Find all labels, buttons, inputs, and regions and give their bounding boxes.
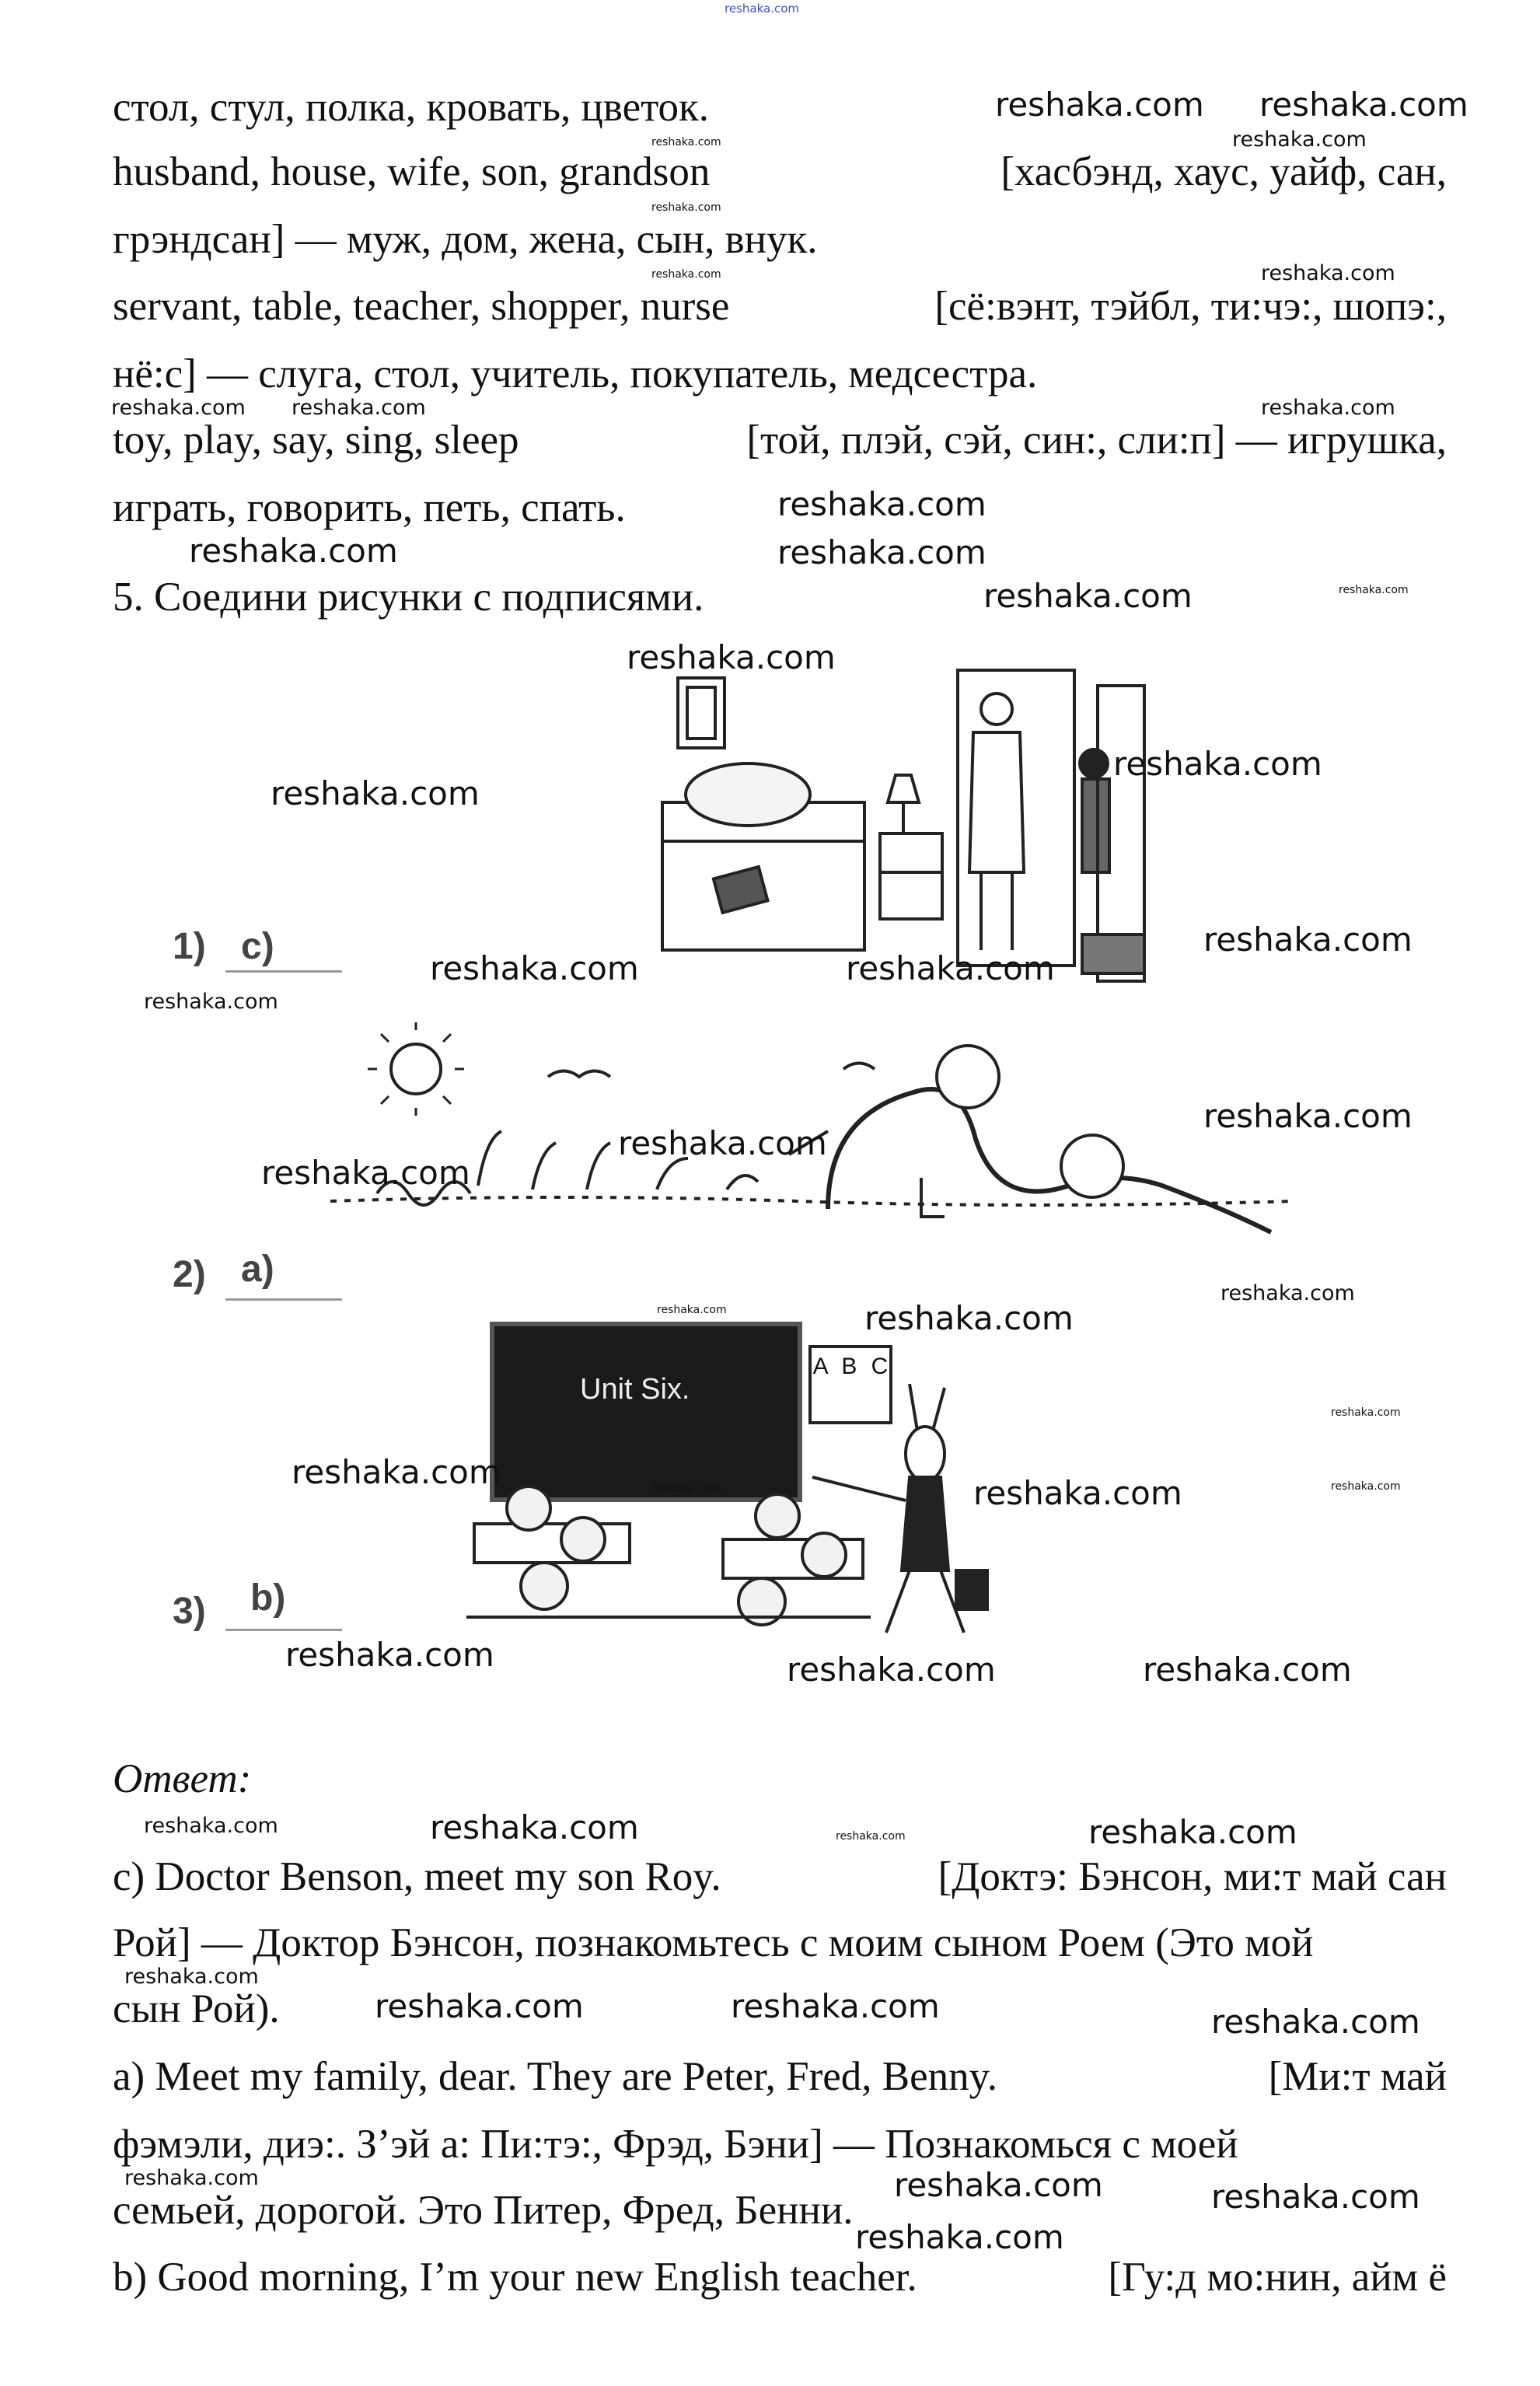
answer-line: a) Meet my family, dear. They are Peter,… (113, 2054, 997, 2099)
answer-transcription: [Гу:д мо:нин, айм ё (1108, 2255, 1447, 2300)
item-number: 3) (173, 1591, 206, 1632)
vocab-line: husband, house, wife, son, grandson (113, 149, 711, 194)
answer-line: сын Рой). (113, 1986, 280, 2031)
answer-line: Рой] — Доктор Бэнсон, познакомьтесь с мо… (113, 1920, 1314, 1965)
watermark: reshaka.com (1203, 1097, 1413, 1135)
watermark: reshaka.com (651, 201, 721, 214)
vocab-transcription: [сё:вэнт, тэйбл, ти:чэ:, шопэ:, (934, 284, 1447, 329)
watermark: reshaka.com (1211, 2003, 1420, 2041)
watermark: reshaka.com (1088, 1813, 1297, 1851)
answer-transcription: [Ми:т май (1268, 2054, 1447, 2099)
watermark: reshaka.com (111, 396, 246, 420)
watermark: reshaka.com (777, 533, 987, 571)
exercise-title: 5. Соедини рисунки с подписями. (113, 575, 704, 620)
watermark: reshaka.com (144, 990, 278, 1014)
watermark: reshaka.com (1331, 1406, 1401, 1419)
vocab-line: servant, table, teacher, shopper, nurse (113, 284, 730, 329)
watermark: reshaka.com (618, 1124, 827, 1162)
answer-line: c) Doctor Benson, meet my son Roy. (113, 1854, 721, 1899)
watermark: reshaka.com (787, 1651, 996, 1689)
watermark: reshaka.com (292, 1453, 501, 1491)
top-watermark: reshaka.com (725, 2, 799, 16)
watermark: reshaka.com (1113, 745, 1322, 783)
answer-transcription: [Доктэ: Бэнсон, ми:т май сан (938, 1854, 1447, 1899)
watermark: reshaka.com (855, 2218, 1064, 2256)
blackboard-text: Unit Six. (580, 1373, 690, 1406)
item-answer: b) (250, 1577, 286, 1619)
vocab-line: грэндсан] — муж, дом, жена, сын, внук. (113, 217, 818, 262)
watermark: reshaka.com (285, 1636, 494, 1674)
watermark: reshaka.com (1339, 584, 1409, 596)
watermark: reshaka.com (1143, 1651, 1352, 1689)
watermark: reshaka.com (430, 949, 639, 987)
watermark: reshaka.com (627, 638, 836, 676)
watermark: reshaka.com (1211, 2178, 1420, 2216)
watermark: reshaka.com (983, 577, 1193, 615)
watermark: reshaka.com (864, 1299, 1074, 1337)
watermark: reshaka.com (271, 774, 480, 812)
vocab-transcription: [той, плэй, сэй, син:, сли:п] — игрушка, (746, 417, 1447, 463)
watermark: reshaka.com (1331, 1480, 1401, 1493)
watermark: reshaka.com (657, 1304, 727, 1316)
watermark: reshaka.com (995, 86, 1204, 124)
vocab-line: стол, стул, полка, кровать, цветок. (113, 85, 710, 130)
blackboard: Unit Six. (490, 1322, 802, 1502)
bedroom-illustration (661, 669, 1146, 983)
watermark: reshaka.com (261, 1154, 470, 1192)
watermark: reshaka.com (777, 485, 987, 523)
watermark: reshaka.com (1261, 261, 1395, 285)
answer-underline (225, 1629, 342, 1631)
vocab-line: играть, говорить, петь, спать. (113, 485, 626, 530)
answer-line: семьей, дорогой. Это Питер, Фред, Бенни. (113, 2188, 854, 2233)
watermark: reshaka.com (1261, 396, 1395, 420)
watermark: reshaka.com (1203, 921, 1413, 959)
watermark: reshaka.com (124, 1965, 259, 1989)
classroom-illustration (466, 1384, 989, 1633)
snakes-illustration (330, 1022, 1294, 1235)
watermark: reshaka.com (651, 136, 721, 148)
watermark: reshaka.com (731, 1987, 940, 2025)
item-number: 1) (173, 926, 206, 967)
watermark: reshaka.com (1232, 128, 1367, 152)
item-answer: c) (241, 926, 274, 967)
watermark: reshaka.com (894, 2166, 1103, 2204)
answer-underline (225, 1298, 342, 1301)
watermark: reshaka.com (430, 1808, 639, 1846)
answer-line: фэмэли, диэ:. З’эй а: Пи:тэ:, Фрэд, Бэни… (113, 2122, 1238, 2167)
watermark: reshaka.com (144, 1814, 278, 1838)
answer-line: b) Good morning, I’m your new English te… (113, 2255, 917, 2300)
watermark: reshaka.com (651, 1483, 721, 1495)
watermark: reshaka.com (846, 949, 1055, 987)
watermark: reshaka.com (1220, 1281, 1355, 1305)
answer-underline (225, 970, 342, 973)
watermark: reshaka.com (375, 1987, 584, 2025)
watermark: reshaka.com (124, 2166, 259, 2190)
watermark: reshaka.com (189, 532, 398, 570)
watermark: reshaka.com (836, 1830, 906, 1843)
watermark: reshaka.com (292, 396, 426, 420)
vocab-line: нё:с] — слуга, стол, учитель, покупатель… (113, 351, 1038, 397)
answer-heading: Ответ: (113, 1756, 252, 1801)
vocab-transcription: [хасбэнд, хаус, уайф, сан, (1000, 149, 1447, 194)
item-answer: a) (241, 1249, 274, 1290)
watermark: reshaka.com (973, 1474, 1182, 1512)
item-number: 2) (173, 1254, 206, 1295)
watermark: reshaka.com (1259, 86, 1468, 124)
vocab-line: toy, play, say, sing, sleep (113, 417, 519, 463)
watermark: reshaka.com (651, 268, 721, 281)
abc-chart: A B C (808, 1345, 892, 1424)
